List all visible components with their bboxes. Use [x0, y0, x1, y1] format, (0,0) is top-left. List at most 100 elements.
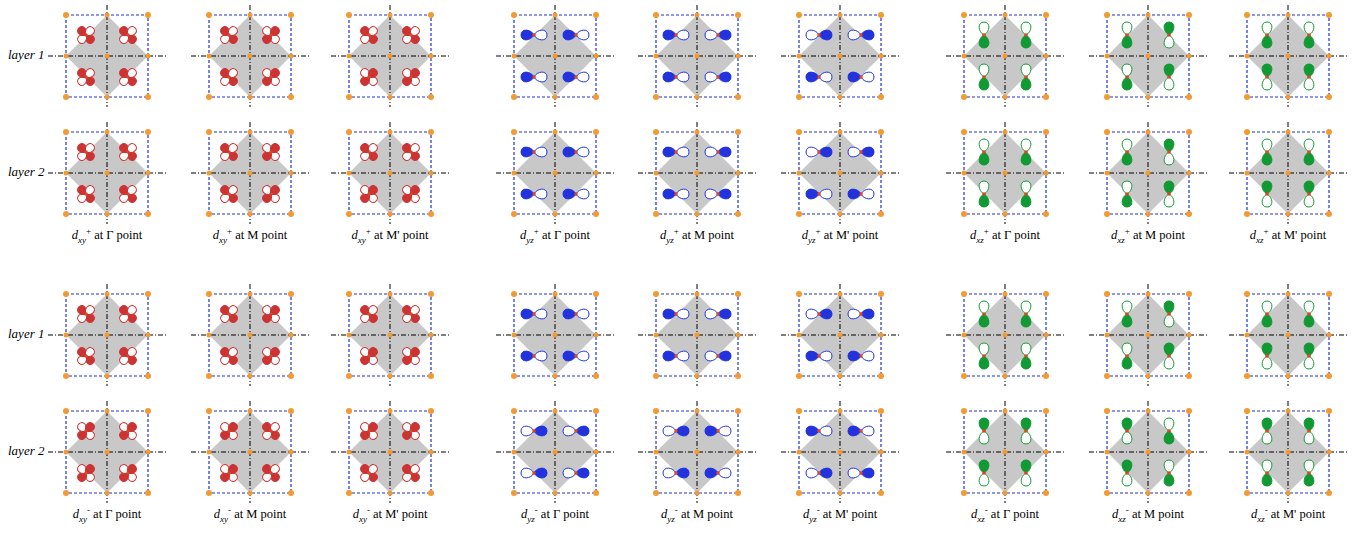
orbital-lobe	[1262, 431, 1272, 444]
atom-dot	[206, 291, 212, 297]
atom-dot	[1286, 374, 1291, 379]
atom-dot	[1265, 429, 1269, 433]
orbital-symbol	[979, 64, 989, 90]
atom-dot	[206, 490, 212, 496]
orbital-lobe	[83, 25, 96, 38]
orbital-lobe	[861, 30, 874, 40]
orbital-symbol	[806, 468, 832, 478]
atom-dot	[859, 192, 863, 196]
atom-dot	[1043, 211, 1049, 217]
atom-dot	[796, 211, 802, 217]
atom-dot	[146, 171, 151, 176]
orbital-lobe	[1304, 356, 1314, 369]
atom-dot	[248, 333, 253, 338]
atom-dot	[84, 429, 88, 433]
panel-caption: dxy- at Γ point	[73, 505, 142, 524]
unit-cell-panel	[638, 284, 756, 386]
atom-dot	[409, 75, 413, 79]
orbital-lobe	[979, 460, 989, 473]
orbital-symbol	[1262, 418, 1272, 444]
atom-dot	[1104, 291, 1110, 297]
atom-dot	[1024, 150, 1028, 154]
atom-dot	[126, 354, 130, 358]
unit-cell-panel	[638, 401, 756, 503]
orbital-lobe	[563, 351, 576, 361]
atom-dot	[1187, 54, 1192, 59]
orbital-symbol	[563, 468, 589, 478]
atom-dot	[553, 409, 558, 414]
atom-dot	[878, 408, 884, 414]
atom-dot	[982, 354, 986, 358]
orbital-lobe	[268, 421, 281, 434]
atom-dot	[63, 408, 69, 414]
atom-dot	[207, 171, 212, 176]
atom-dot	[1125, 312, 1129, 316]
atom-dot	[388, 212, 393, 217]
orbital-symbol	[118, 67, 138, 87]
orbital-lobe	[576, 189, 589, 199]
orbital-lobe	[563, 309, 576, 319]
orbital-lobe	[1262, 418, 1272, 431]
orbital-lobe	[1304, 431, 1314, 444]
atom-dot	[1003, 409, 1008, 414]
unit-cell-panel	[1089, 284, 1207, 386]
orbital-lobe	[848, 30, 861, 40]
atom-dot	[553, 130, 558, 135]
orbital-symbol	[219, 421, 239, 441]
atom-dot	[1024, 312, 1028, 316]
atom-dot	[735, 490, 741, 496]
orbital-lobe	[366, 346, 379, 359]
unit-cell-panel	[781, 5, 899, 107]
atom-dot	[859, 75, 863, 79]
atom-dot	[206, 408, 212, 414]
atom-dot	[512, 54, 517, 59]
orbital-lobe	[1122, 431, 1132, 444]
atom-dot	[207, 450, 212, 455]
atom-dot	[1186, 129, 1192, 135]
orbital-lobe	[1304, 314, 1314, 327]
atom-dot	[532, 192, 536, 196]
atom-dot	[1326, 408, 1332, 414]
atom-dot	[796, 291, 802, 297]
atom-dot	[797, 333, 802, 338]
orbital-lobe	[979, 194, 989, 207]
orbital-lobe	[1122, 35, 1132, 48]
atom-dot	[248, 130, 253, 135]
orbital-symbol	[663, 147, 689, 157]
orbital-lobe	[1304, 473, 1314, 486]
atom-dot	[532, 354, 536, 358]
atom-dot	[84, 150, 88, 154]
orbital-lobe	[521, 351, 534, 361]
atom-dot	[594, 333, 599, 338]
atom-dot	[269, 192, 273, 196]
orbital-lobe	[861, 351, 874, 361]
orbital-lobe	[676, 468, 689, 478]
atom-dot	[1104, 211, 1110, 217]
atom-dot	[796, 408, 802, 414]
orbital-lobe	[1304, 152, 1314, 165]
orbital-lobe	[1164, 22, 1174, 35]
atom-dot	[574, 312, 578, 316]
orbital-lobe	[1122, 473, 1132, 486]
orbital-lobe	[534, 147, 547, 157]
orbital-symbol	[1122, 418, 1132, 444]
orbital-lobe	[1021, 181, 1031, 194]
orbital-lobe	[268, 304, 281, 317]
orbital-lobe	[268, 142, 281, 155]
atom-dot	[961, 490, 967, 496]
orbital-lobe	[806, 189, 819, 199]
atom-dot	[84, 75, 88, 79]
atom-dot	[1003, 130, 1008, 135]
atom-dot	[817, 150, 821, 154]
orbital-lobe	[1304, 35, 1314, 48]
orbital-symbol	[1262, 181, 1272, 207]
atom-dot	[1043, 373, 1049, 379]
orbital-lobe	[979, 431, 989, 444]
atom-dot	[796, 94, 802, 100]
atom-dot	[346, 373, 352, 379]
atom-dot	[1146, 95, 1151, 100]
orbital-lobe	[676, 189, 689, 199]
unit-cell-panel	[191, 401, 309, 503]
atom-dot	[879, 333, 884, 338]
atom-dot	[388, 292, 393, 297]
